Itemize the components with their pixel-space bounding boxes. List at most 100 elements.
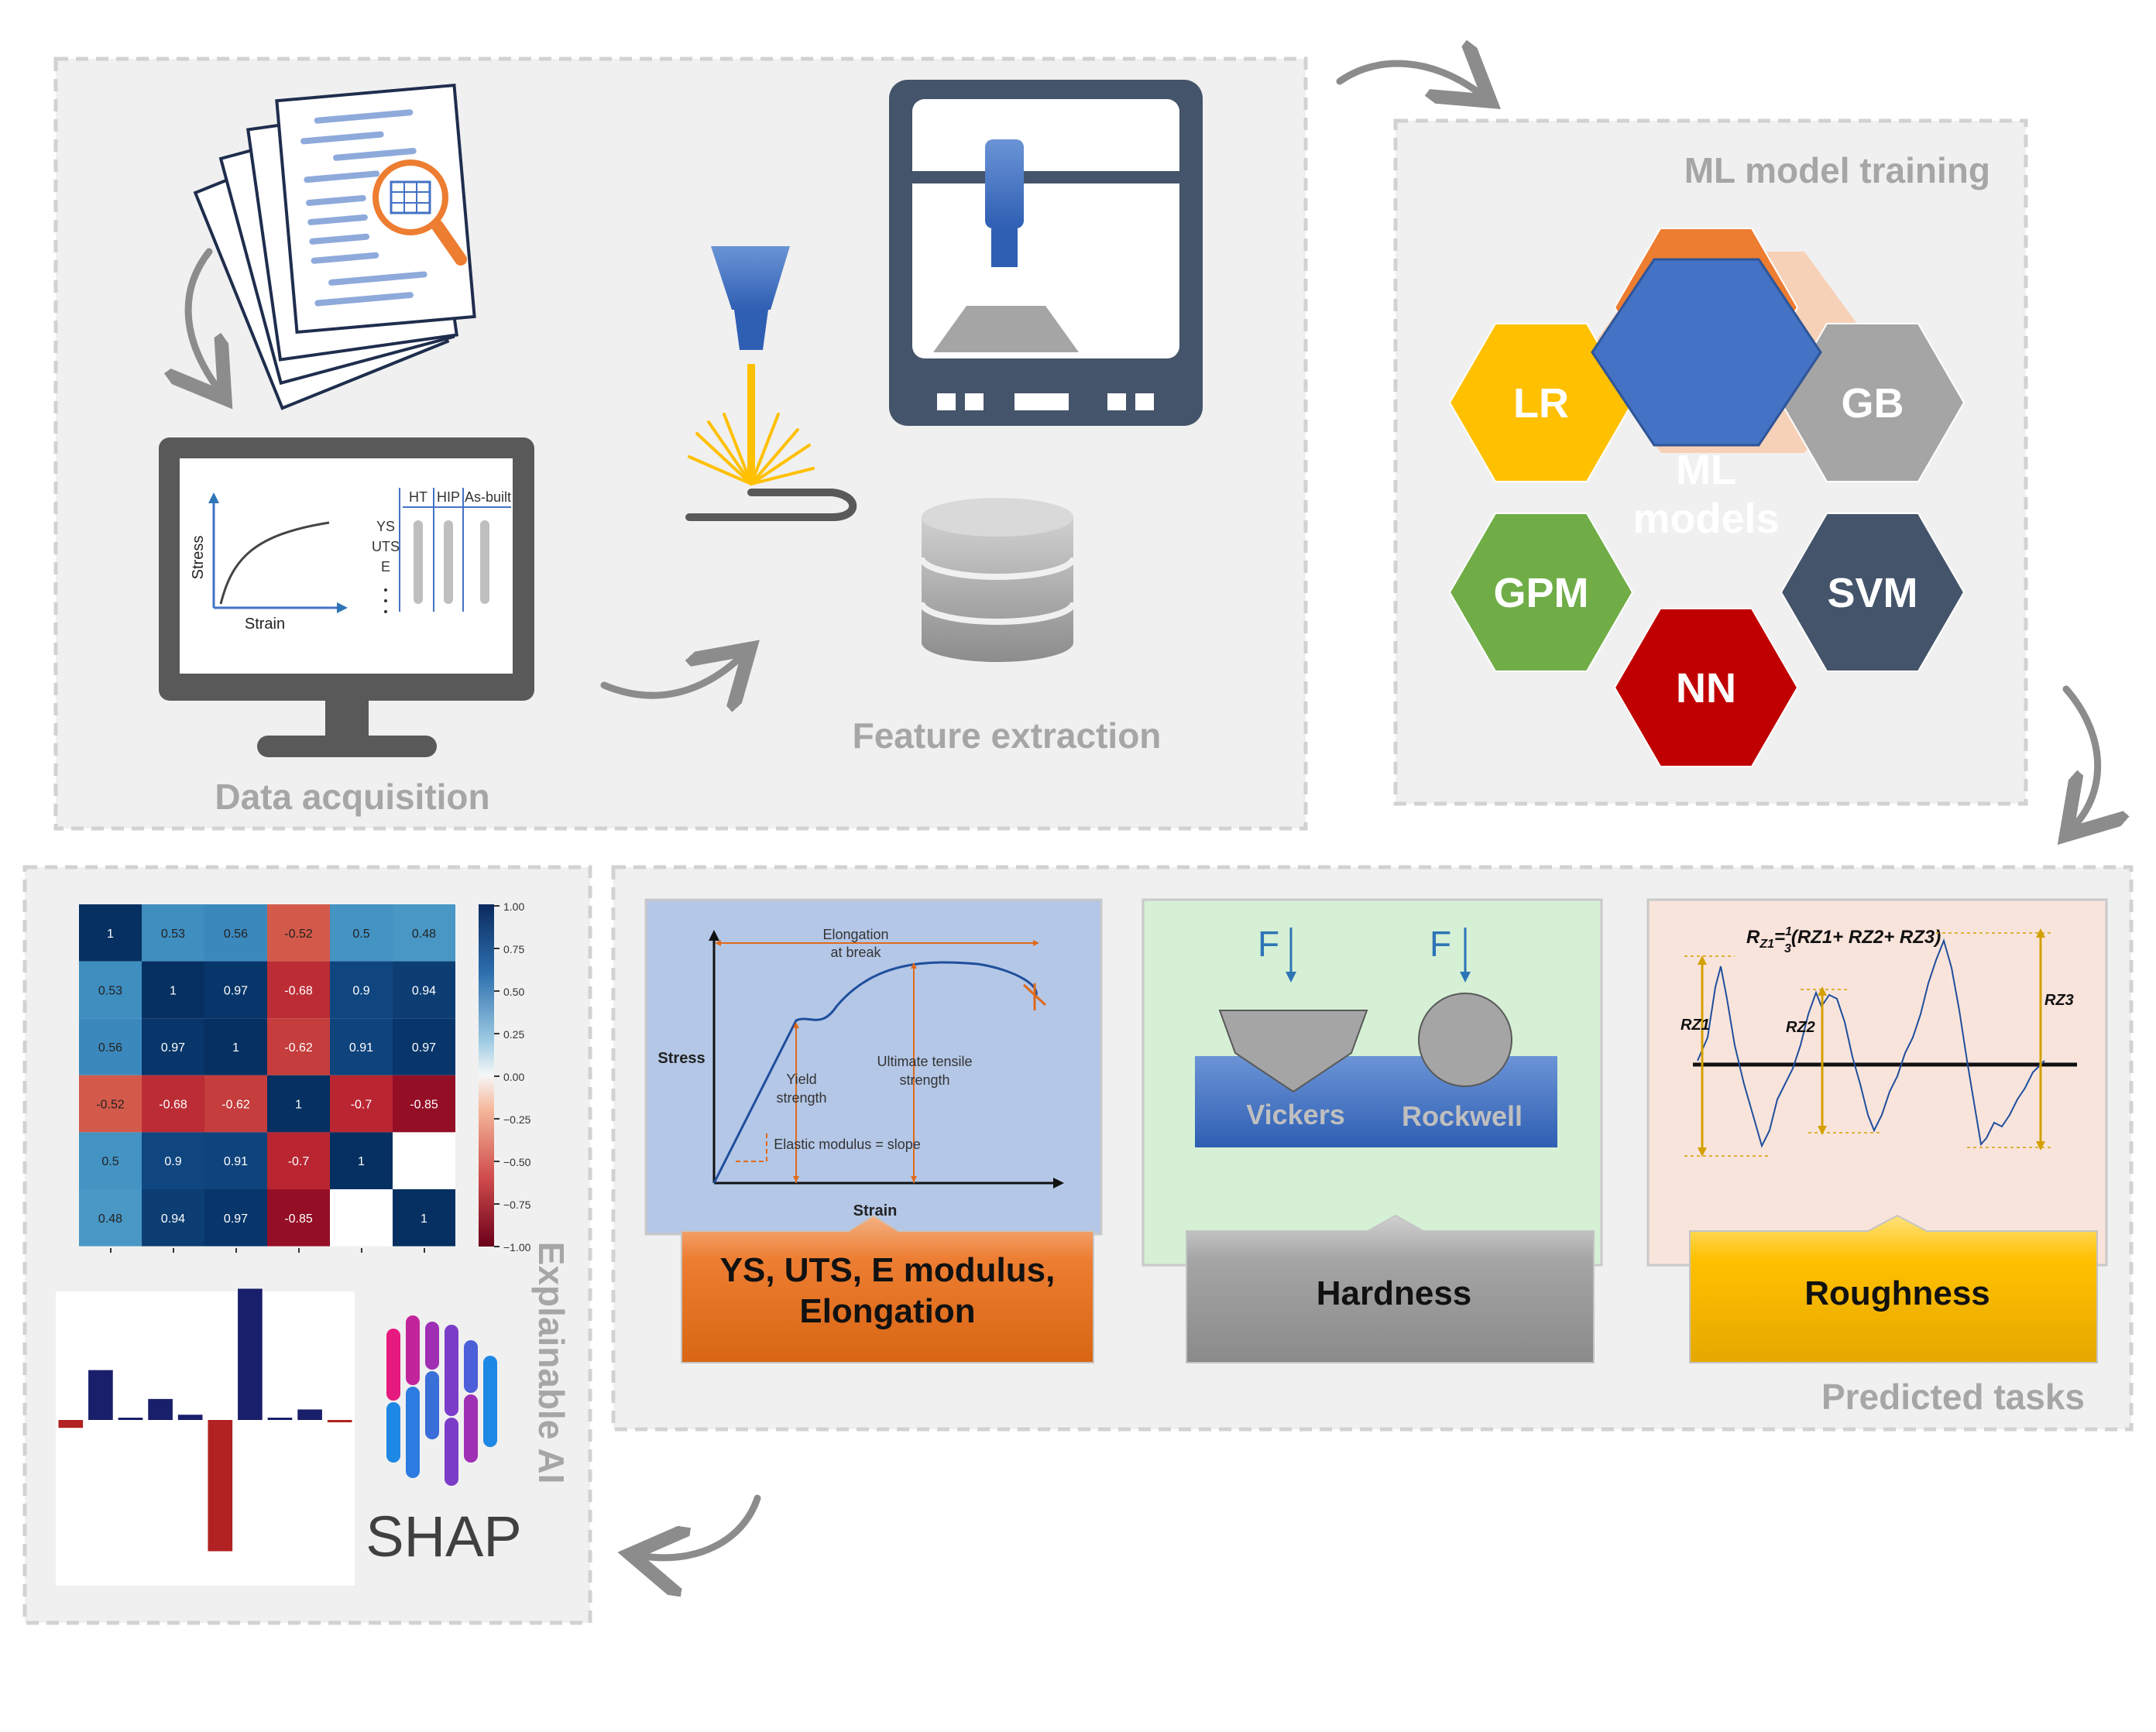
ml-center-line1: ML [1676,447,1736,493]
heatmap-cell-label: -0.68 [284,984,313,997]
colorbar-tick-label: 0.50 [503,986,524,998]
colorbar-tick-label: −0.25 [503,1113,531,1126]
tensile-y-label: Stress [657,1050,705,1067]
hex-gb: GB [1780,323,1965,482]
heatmap-cell-label: 0.97 [224,1212,248,1226]
shap-bar [118,1418,143,1420]
tensile-task-label-2: Elongation [799,1292,975,1330]
heatmap-cell [393,1132,455,1189]
hex-nn: NN [1613,608,1799,767]
predicted-tasks-title: Predicted tasks [1821,1377,2085,1417]
heatmap-cell [330,1132,393,1189]
heatmap-cell [142,961,204,1019]
colorbar-tick-label: −1.00 [503,1241,531,1254]
colorbar-tick-label: −0.50 [503,1156,531,1168]
ml-models-cluster: RFGBSVMNNGPMLR ML models [1448,228,1965,767]
heatmap-cell-label: 0.56 [224,928,248,941]
shap-bar [88,1370,113,1420]
heatmap-cell [393,1075,455,1133]
arrow-tasks-to-xai [644,1494,761,1558]
hardness-force-2: F [1430,924,1451,964]
colorbar-tick-label: 0.25 [503,1028,524,1041]
tensile-at-break: at break [830,945,881,960]
roughness-rz3: RZ3 [2044,992,2074,1009]
heatmap-cell [393,904,455,962]
tensile-task: Stress Strain Elongation at break Yield … [644,898,1103,1363]
heatmap-cell [79,1189,142,1247]
heatmap-cell [142,904,204,962]
shap-bar [297,1409,322,1420]
monitor-x-label: Strain [245,616,285,633]
heatmap-cell [267,904,330,962]
heatmap-cell [204,1075,267,1133]
monitor-row-e: E [381,559,390,574]
roughness-formula-lhs: R [1746,927,1760,948]
roughness-formula-den: 3 [1784,942,1791,955]
heatmap-cell [204,1018,267,1075]
arrow-ml-to-tasks [2066,685,2098,825]
monitor-row-uts: UTS [372,539,400,554]
heatmap-cell-label: -0.85 [284,1212,313,1226]
heatmap-cell-label: -0.7 [351,1099,372,1112]
heatmap-cell-label: -0.68 [159,1099,187,1112]
roughness-formula-body: (RZ1+ RZ2+ RZ3) [1791,927,1941,948]
shap-logo: SHAP [366,1315,522,1569]
heatmap-cell-label: 0.53 [161,928,185,941]
heatmap-cell-label: 1 [421,1212,427,1226]
ml-models-center: ML models [1591,258,1822,542]
shap-bar [177,1415,203,1420]
tensile-elongation: Elongation [822,927,888,942]
tensile-yield-1: Yield [786,1072,816,1087]
roughness-formula-num: 1 [1785,925,1792,938]
colorbar-tick-label: 0.00 [503,1071,524,1083]
ml-center-line2: models [1632,496,1779,542]
laser-icon [685,246,857,521]
tensile-x-label: Strain [853,1202,898,1219]
heatmap-cell [267,1189,330,1247]
heatmap-cell [79,904,142,962]
shap-bar [58,1420,84,1428]
heatmap-cell-label: 0.9 [352,984,369,997]
heatmap-cell [330,1075,393,1133]
heatmap-cell [204,1189,267,1247]
heatmap-cell [330,1018,393,1075]
heatmap-cell [330,1189,393,1247]
heatmap-cell [393,1018,455,1075]
hardness-force-1: F [1258,924,1279,964]
heatmap-cell [142,1132,204,1189]
3d-printer-icon [889,80,1203,426]
heatmap-cell-label: 0.94 [412,984,436,997]
heatmap-cell-label: 0.48 [412,928,436,941]
heatmap-cell [142,1018,204,1075]
monitor-row-ys: YS [376,519,395,534]
heatmap-cell-label: 0.94 [161,1212,185,1226]
hex-gpm-label: GPM [1493,570,1588,616]
heatmap-cell-label: 1 [358,1155,365,1168]
shap-bar [327,1420,352,1422]
hardness-task: F F Vickers Rockwell Hardness [1142,898,1603,1363]
shap-bar [148,1398,173,1420]
tensile-task-label-1: YS, UTS, E modulus, [720,1251,1056,1289]
roughness-markers [1698,928,2045,1157]
roughness-formula-sub: Z1 [1759,938,1774,951]
heatmap-cell-label: 0.5 [352,928,369,941]
heatmap-cell-label: 1 [295,1099,302,1112]
hardness-vickers: Vickers [1246,1099,1344,1130]
heatmap-colorbar [479,904,494,1247]
heatmap-cell [330,904,393,962]
roughness-task-label: Roughness [1804,1274,1990,1312]
hex-gpm: GPM [1448,513,1634,672]
magnifier-icon [372,159,467,266]
shap-bar-chart [56,1288,355,1586]
roughness-rz1: RZ1 [1681,1017,1710,1034]
monitor-table: HT HIP As-built YS UTS E [372,488,511,613]
hex-svm-label: SVM [1827,570,1917,616]
hex-nn-label: NN [1676,665,1736,712]
database-icon [918,498,1076,662]
hardness-rockwell: Rockwell [1402,1100,1523,1132]
shap-bar [238,1288,263,1420]
colorbar-tick-label: 1.00 [503,900,524,913]
heatmap-cell [204,1132,267,1189]
shap-bar [208,1420,233,1552]
